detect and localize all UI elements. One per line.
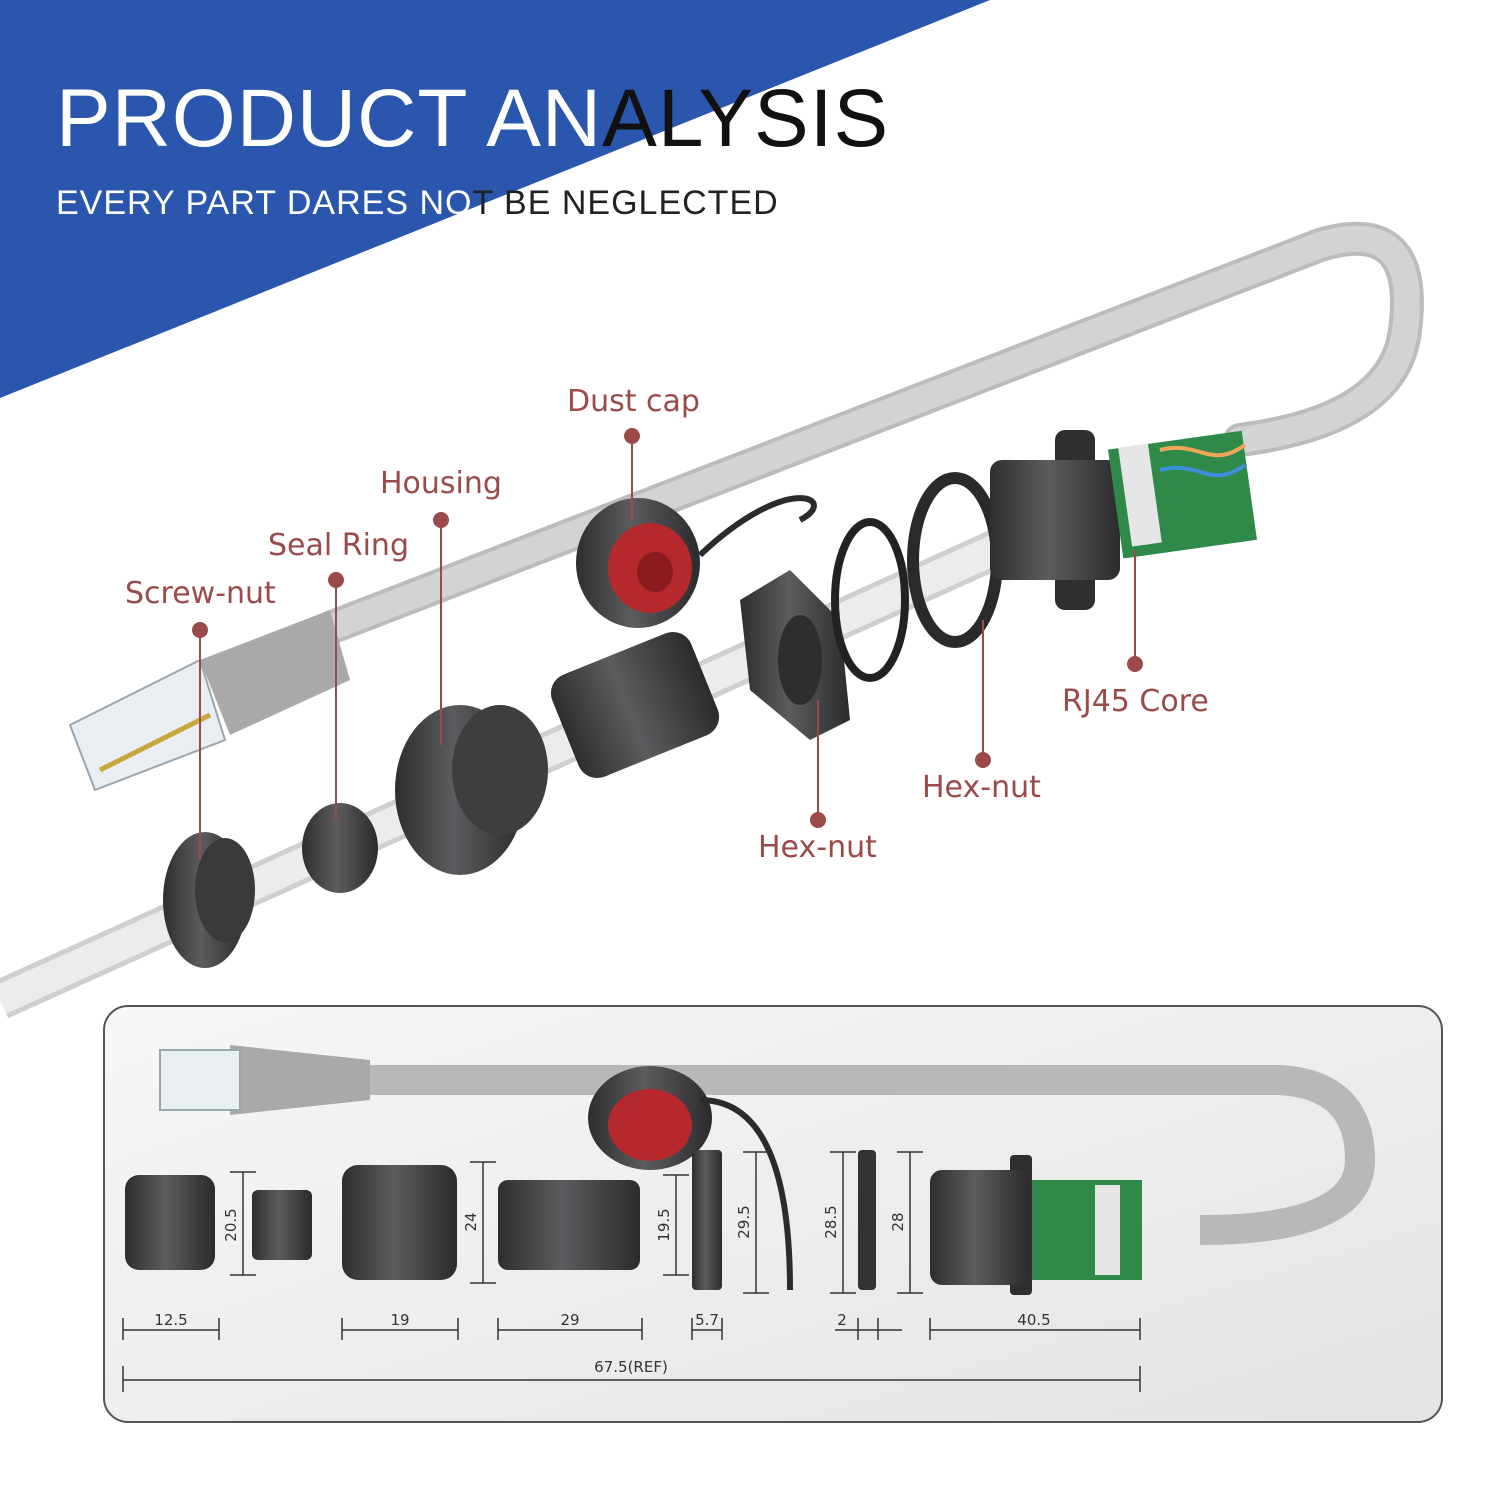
dim-gasket-height: 28.5 [822,1205,840,1238]
callout-rj45-core: RJ45 Core [1062,684,1209,719]
dim-housing-inner-height: 19.5 [655,1208,673,1241]
hex-nut-lower-part [740,570,850,740]
panel-housing [342,1165,457,1280]
header-banner [0,0,990,398]
panel-rj45-core [930,1155,1142,1295]
page-subtitle: EVERY PART DARES NOT BE NEGLECTED [56,184,779,223]
panel-insert [498,1180,640,1270]
dim-insert-length: 29 [560,1311,579,1329]
dim-core-flange-height: 28 [889,1212,907,1231]
dim-total-length: 67.5(REF) [594,1358,668,1376]
callout-hex-nut-lower: Hex-nut [758,830,877,865]
dim-screw-nut-length: 12.5 [154,1311,187,1329]
rj45-plug-upper [68,610,350,792]
panel-cable [370,1065,1376,1245]
callout-housing: Housing [380,466,502,501]
panel-hex-nut [692,1150,722,1290]
housing-part [395,705,548,875]
panel-dust-cap [588,1066,793,1291]
dust-cap-part [576,495,817,628]
page-subtitle-part1: EVERY PART DARES NO [56,184,473,222]
rj45-core-part [990,430,1257,610]
panel-rj45-plug [159,1045,370,1115]
gasket-part [831,518,909,682]
seal-ring-part [302,803,378,893]
dim-core-length: 40.5 [1017,1311,1050,1329]
panel-seal-ring [252,1190,312,1260]
callout-screw-nut: Screw-nut [125,576,276,611]
horizontal-dimension-lines [122,1318,1141,1392]
screw-nut-part [163,832,255,968]
panel-gasket [858,1150,876,1290]
dim-housing-height: 24 [462,1212,480,1231]
dim-screw-nut-height: 20.5 [222,1208,240,1241]
page-title: PRODUCT ANALYSIS [56,78,889,160]
dim-gasket-thickness: 2 [837,1311,847,1329]
callout-hex-nut-upper: Hex-nut [922,770,1041,805]
callout-dust-cap: Dust cap [567,384,700,419]
page-title-part1: PRODUCT AN [56,73,603,164]
callout-leaders [192,428,1143,860]
callout-seal-ring: Seal Ring [268,528,409,563]
panel-screw-nut [125,1175,215,1270]
dim-hex-nut-height: 29.5 [735,1205,753,1238]
dim-housing-length: 19 [390,1311,409,1329]
page-title-part2: ALYSIS [602,73,890,164]
insert-part [550,631,720,779]
vertical-dimension-lines [230,1151,923,1294]
dimension-panel [103,1005,1443,1423]
page-subtitle-part2: T BE NEGLECTED [472,184,779,222]
dim-hex-nut-thickness: 5.7 [695,1311,719,1329]
